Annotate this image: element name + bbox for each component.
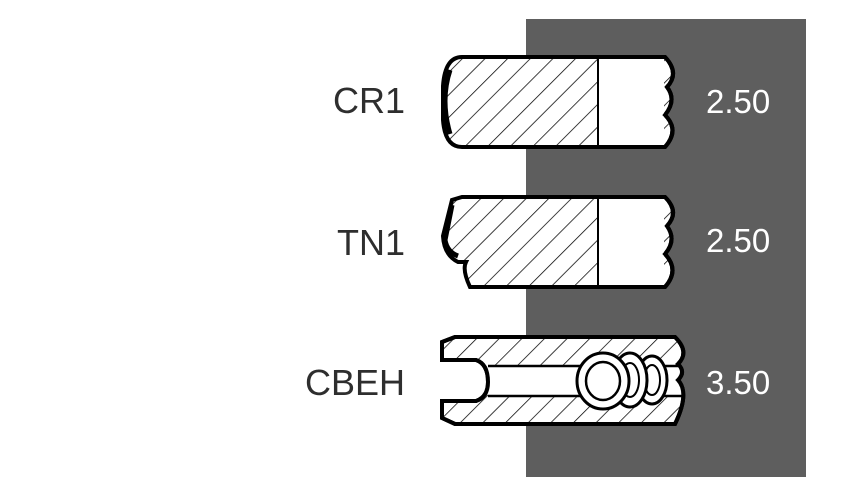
ring-cr1-profile [441,55,675,149]
ring-width-value: 2.50 [706,83,771,120]
ring-cbeh-profile [440,335,686,426]
ring-tn1-profile [440,195,675,289]
ring-width-value: 2.50 [706,222,771,259]
ring-code-label: TN1 [336,222,405,263]
ring-width-value: 3.50 [706,364,771,401]
ring-code-label: CR1 [332,80,405,121]
ring-code-label: CBEH [304,362,405,403]
